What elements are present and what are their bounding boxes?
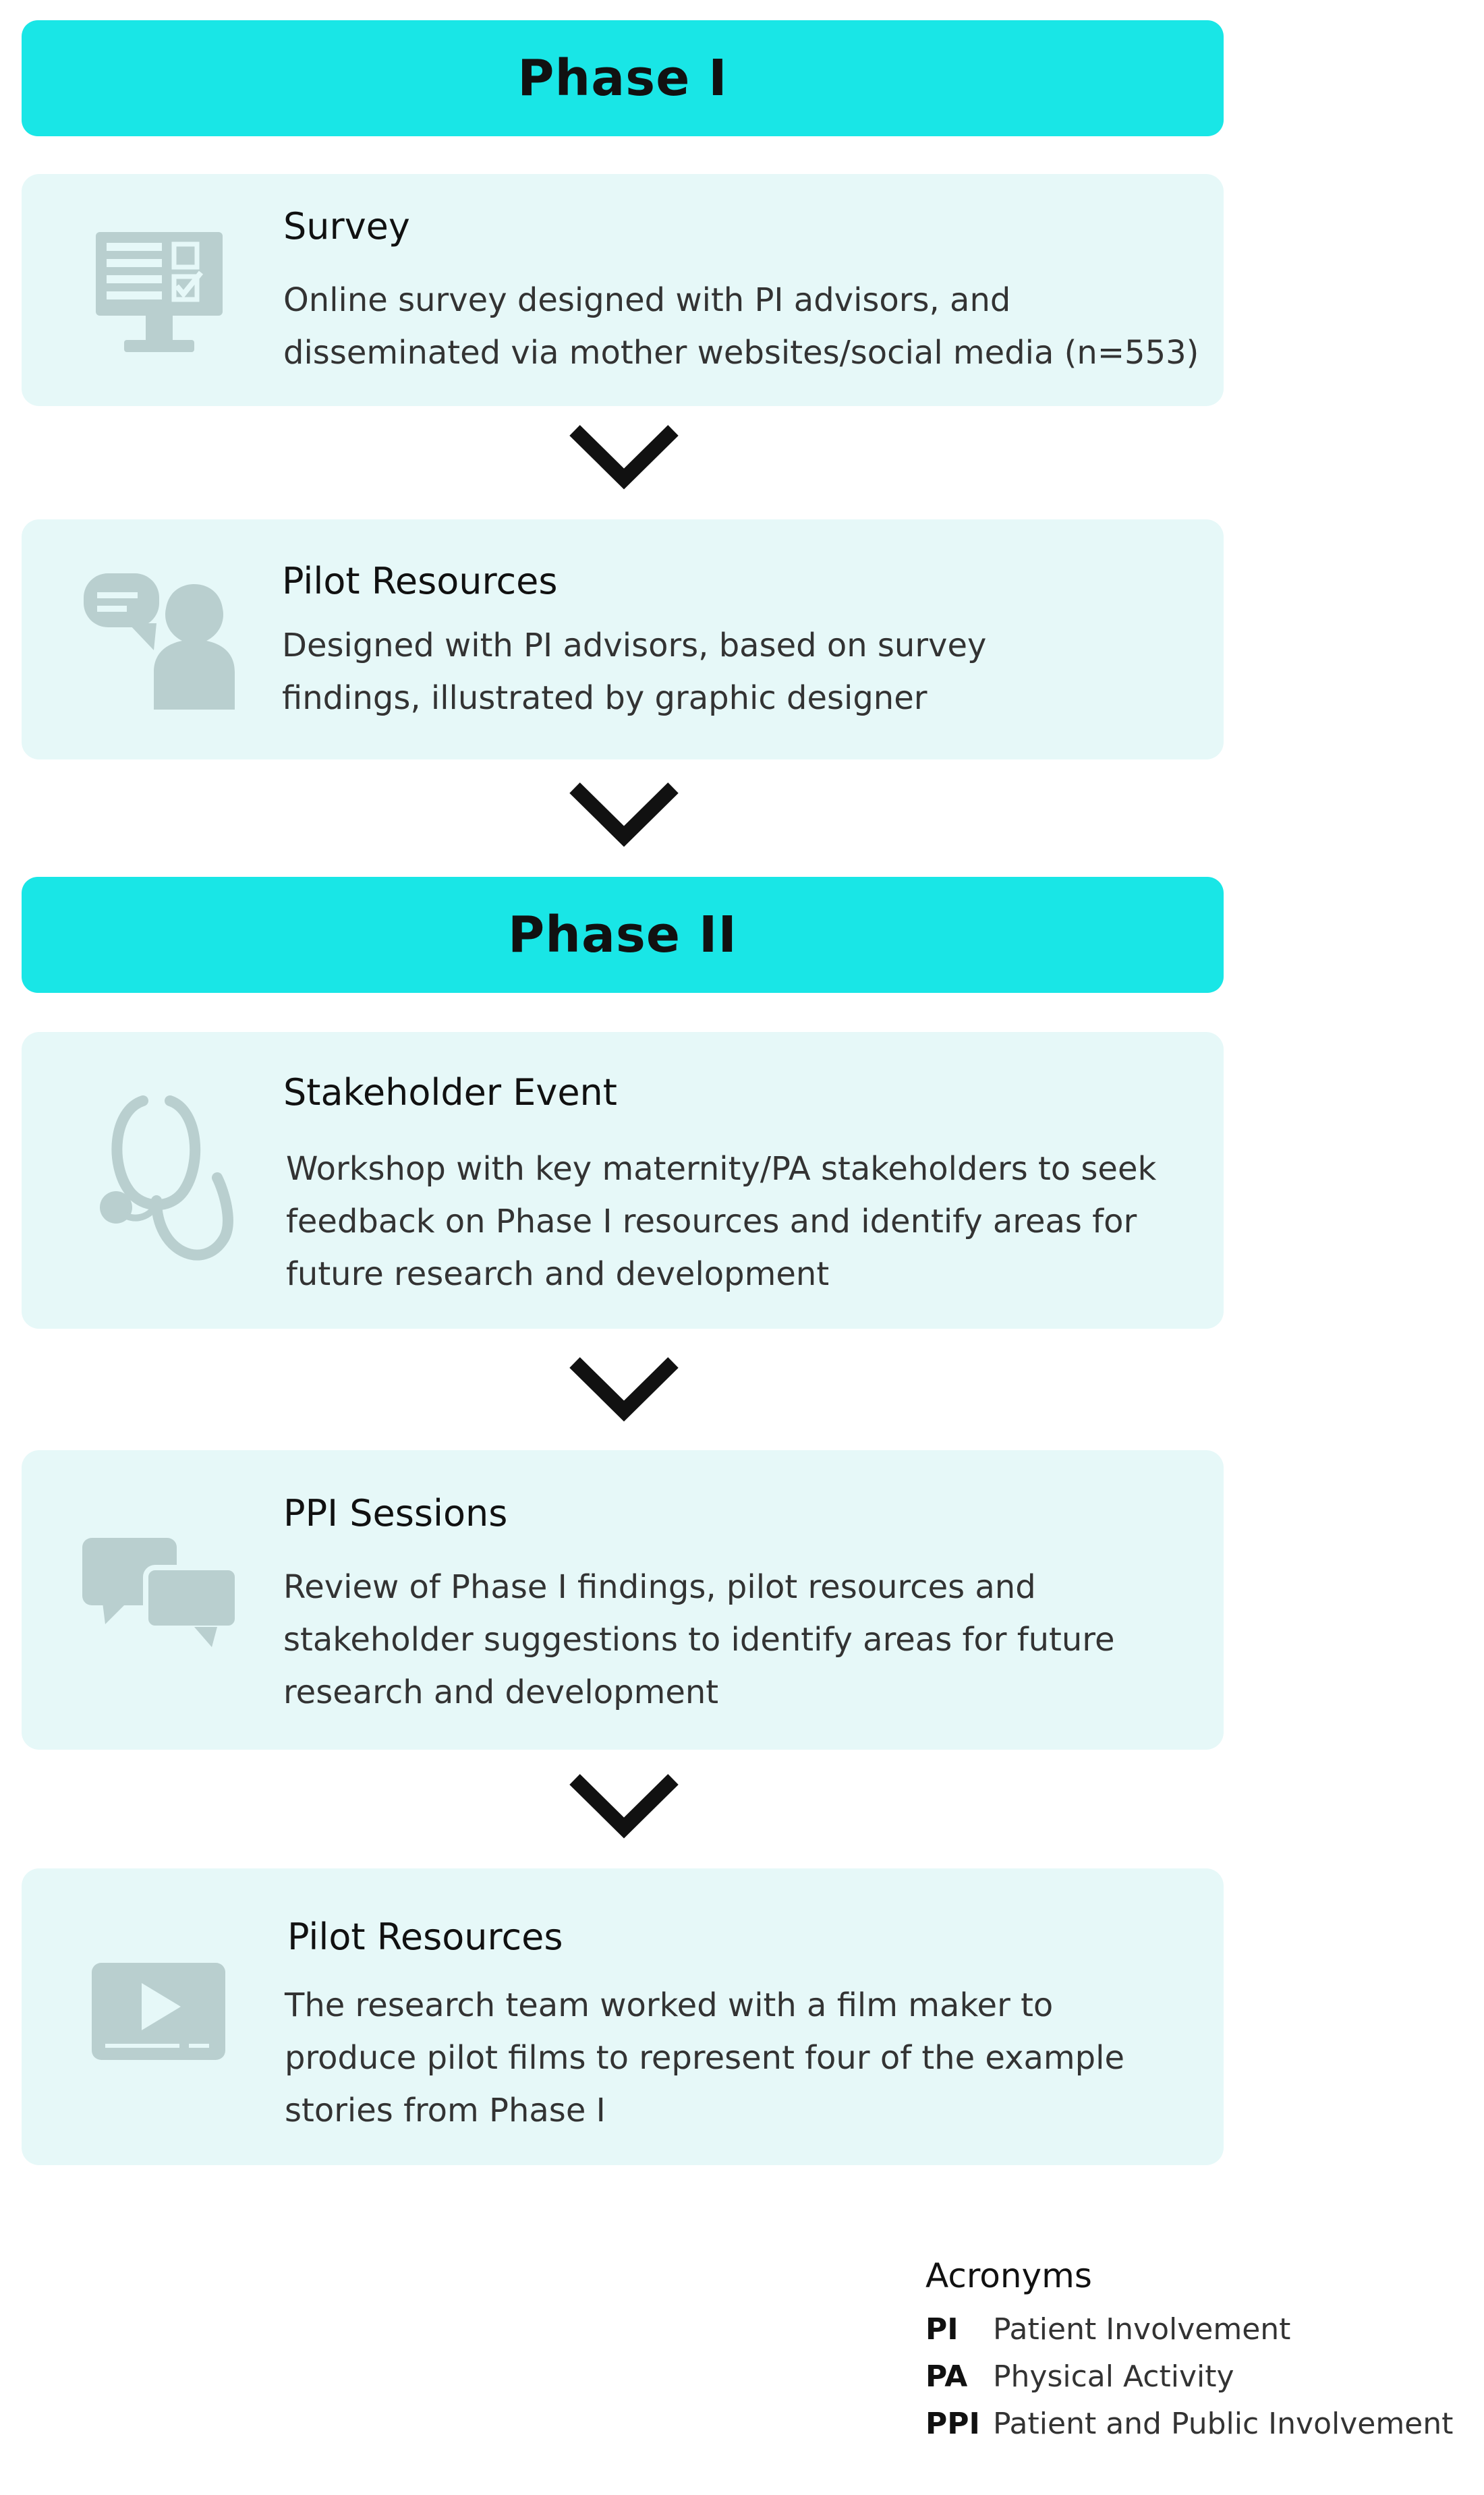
step-description-line: Workshop with key maternity/PA stakehold… — [286, 1150, 1157, 1188]
step-description: The research team worked with a film mak… — [285, 1979, 1124, 2137]
step-description-line: Review of Phase I findings, pilot resour… — [283, 1568, 1036, 1606]
phase-1-label: Phase I — [517, 49, 728, 107]
step-description: Workshop with key maternity/PA stakehold… — [286, 1143, 1156, 1300]
step-survey: Survey Online survey designed with PI ad… — [22, 174, 1224, 406]
step-stakeholder-event: Stakeholder Event Workshop with key mate… — [22, 1032, 1224, 1329]
step-description-line: future research and development — [286, 1255, 830, 1293]
acronym-meaning: Physical Activity — [993, 2359, 1234, 2394]
step-title: Pilot Resources — [287, 1916, 563, 1958]
phase-2-label: Phase II — [508, 906, 737, 964]
step-description-line: feedback on Phase I resources and identi… — [286, 1203, 1137, 1240]
video-play-icon — [92, 1963, 225, 2060]
acronym-row: PI Patient Involvement — [925, 2312, 1290, 2347]
acronym-meaning: Patient and Public Involvement — [993, 2407, 1454, 2441]
chevron-down-icon — [569, 1357, 679, 1422]
step-description: Designed with PI advisors, based on surv… — [282, 619, 986, 724]
step-description-line: Online survey designed with PI advisors,… — [283, 281, 1011, 319]
step-title: PPI Sessions — [283, 1492, 508, 1535]
step-description-line: findings, illustrated by graphic designe… — [282, 679, 928, 717]
step-ppi-sessions: PPI Sessions Review of Phase I findings,… — [22, 1450, 1224, 1750]
acronyms-title: Acronyms — [925, 2256, 1092, 2295]
step-description-line: research and development — [283, 1673, 719, 1711]
phase-1-header: Phase I — [22, 20, 1224, 136]
stethoscope-icon — [100, 1095, 233, 1261]
step-description-line: stories from Phase I — [285, 2092, 606, 2129]
step-title: Stakeholder Event — [283, 1071, 617, 1114]
chat-bubbles-icon — [82, 1538, 240, 1647]
acronym-row: PPI Patient and Public Involvement — [925, 2407, 1453, 2441]
step-description-line: Designed with PI advisors, based on surv… — [282, 627, 987, 664]
acronym-meaning: Patient Involvement — [993, 2312, 1291, 2347]
phase-2-header: Phase II — [22, 877, 1224, 993]
acronym-abbr: PPI — [925, 2407, 980, 2441]
chevron-down-icon — [569, 782, 679, 847]
step-description: Online survey designed with PI advisors,… — [283, 274, 1199, 379]
step-title: Pilot Resources — [282, 560, 558, 602]
step-description-line: produce pilot films to represent four of… — [285, 2039, 1124, 2077]
step-title: Survey — [283, 205, 410, 248]
acronym-abbr: PA — [925, 2359, 968, 2394]
chevron-down-icon — [569, 425, 679, 490]
step-description-line: The research team worked with a film mak… — [285, 1986, 1054, 2024]
acronym-abbr: PI — [925, 2312, 959, 2347]
step-pilot-films: Pilot Resources The research team worked… — [22, 1868, 1224, 2165]
person-speech-icon — [84, 573, 235, 710]
step-description-line: stakeholder suggestions to identify area… — [283, 1621, 1115, 1659]
step-description: Review of Phase I findings, pilot resour… — [283, 1561, 1115, 1719]
step-pilot-resources: Pilot Resources Designed with PI advisor… — [22, 519, 1224, 759]
computer-form-icon — [96, 232, 223, 352]
step-description-line: disseminated via mother websites/social … — [283, 334, 1199, 372]
acronym-row: PA Physical Activity — [925, 2359, 1234, 2394]
chevron-down-icon — [569, 1774, 679, 1839]
